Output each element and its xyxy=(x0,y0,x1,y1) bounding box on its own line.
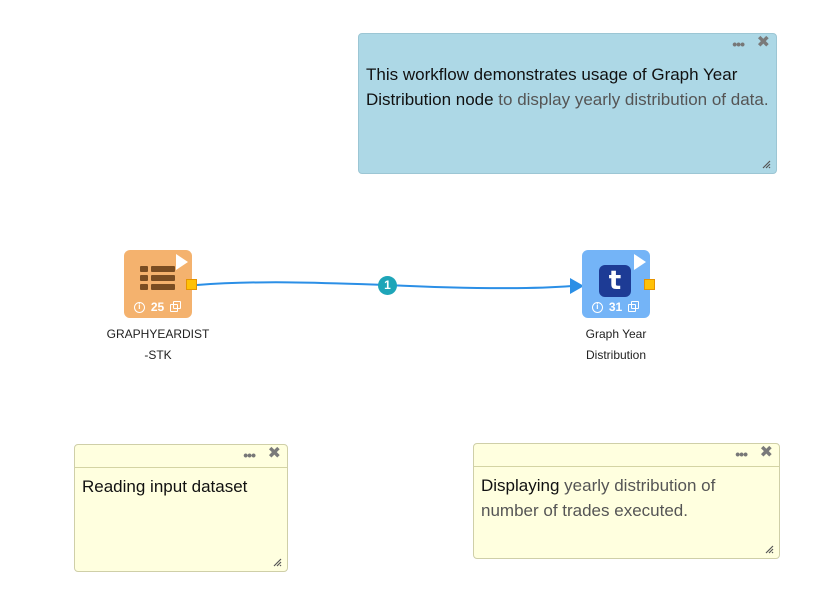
graph-node-label-line2: Distribution xyxy=(585,348,647,362)
info-icon[interactable]: i xyxy=(591,301,603,313)
note-text: This workflow demonstrates usage of Grap… xyxy=(359,56,776,118)
copy-icon[interactable] xyxy=(628,301,640,313)
input-note[interactable]: ••• ✖ Reading input dataset xyxy=(74,444,288,572)
input-node-label: GRAPHYEARDIST -STK xyxy=(98,324,218,366)
run-node-icon[interactable] xyxy=(176,254,188,270)
note-header: ••• ✖ xyxy=(75,445,287,468)
t-logo-icon: t xyxy=(599,265,631,297)
note-text: Displaying yearly distribution of number… xyxy=(474,467,779,529)
node-count: 31 xyxy=(608,300,623,314)
info-icon[interactable]: i xyxy=(133,301,145,313)
resize-grip-icon[interactable] xyxy=(762,160,771,169)
note-text-bold: Displaying xyxy=(481,476,560,495)
input-node-label-line2: -STK xyxy=(144,348,172,362)
note-text-rest: yearly distribution of number of trades … xyxy=(481,476,716,520)
copy-icon[interactable] xyxy=(170,301,182,313)
input-node-label-line1: GRAPHYEARDIST xyxy=(106,327,210,341)
graph-note[interactable]: ••• ✖ Displaying yearly distribution of … xyxy=(473,443,780,559)
more-options-icon[interactable]: ••• xyxy=(243,447,256,463)
resize-grip-icon[interactable] xyxy=(273,558,282,567)
close-icon[interactable]: ✖ xyxy=(267,445,281,462)
edge-count-badge[interactable]: 1 xyxy=(378,276,397,295)
node-footer: i 31 xyxy=(582,300,650,314)
more-options-icon[interactable]: ••• xyxy=(732,36,745,52)
close-icon[interactable]: ✖ xyxy=(756,34,770,51)
run-node-icon[interactable] xyxy=(634,254,646,270)
output-port[interactable] xyxy=(644,279,655,290)
graph-node-label: Graph Year Distribution xyxy=(556,324,676,366)
graph-year-distribution-node[interactable]: t i 31 xyxy=(582,250,655,318)
workflow-description-note[interactable]: ••• ✖ This workflow demonstrates usage o… xyxy=(358,33,777,174)
note-text-bold: This workflow demonstrates usage of Grap… xyxy=(366,65,738,109)
node-count: 25 xyxy=(150,300,165,314)
edge-arrowhead xyxy=(570,278,584,294)
input-dataset-node[interactable]: i 25 xyxy=(124,250,197,318)
table-icon xyxy=(140,266,176,296)
note-text-rest: to display yearly distribution of data. xyxy=(493,90,769,109)
node-footer: i 25 xyxy=(124,300,192,314)
resize-grip-icon[interactable] xyxy=(765,545,774,554)
close-icon[interactable]: ✖ xyxy=(759,444,773,461)
note-header: ••• ✖ xyxy=(359,34,776,56)
note-text: Reading input dataset xyxy=(82,477,248,496)
more-options-icon[interactable]: ••• xyxy=(735,446,748,462)
output-port[interactable] xyxy=(186,279,197,290)
graph-node-label-line1: Graph Year xyxy=(585,327,647,341)
note-header: ••• ✖ xyxy=(474,444,779,467)
